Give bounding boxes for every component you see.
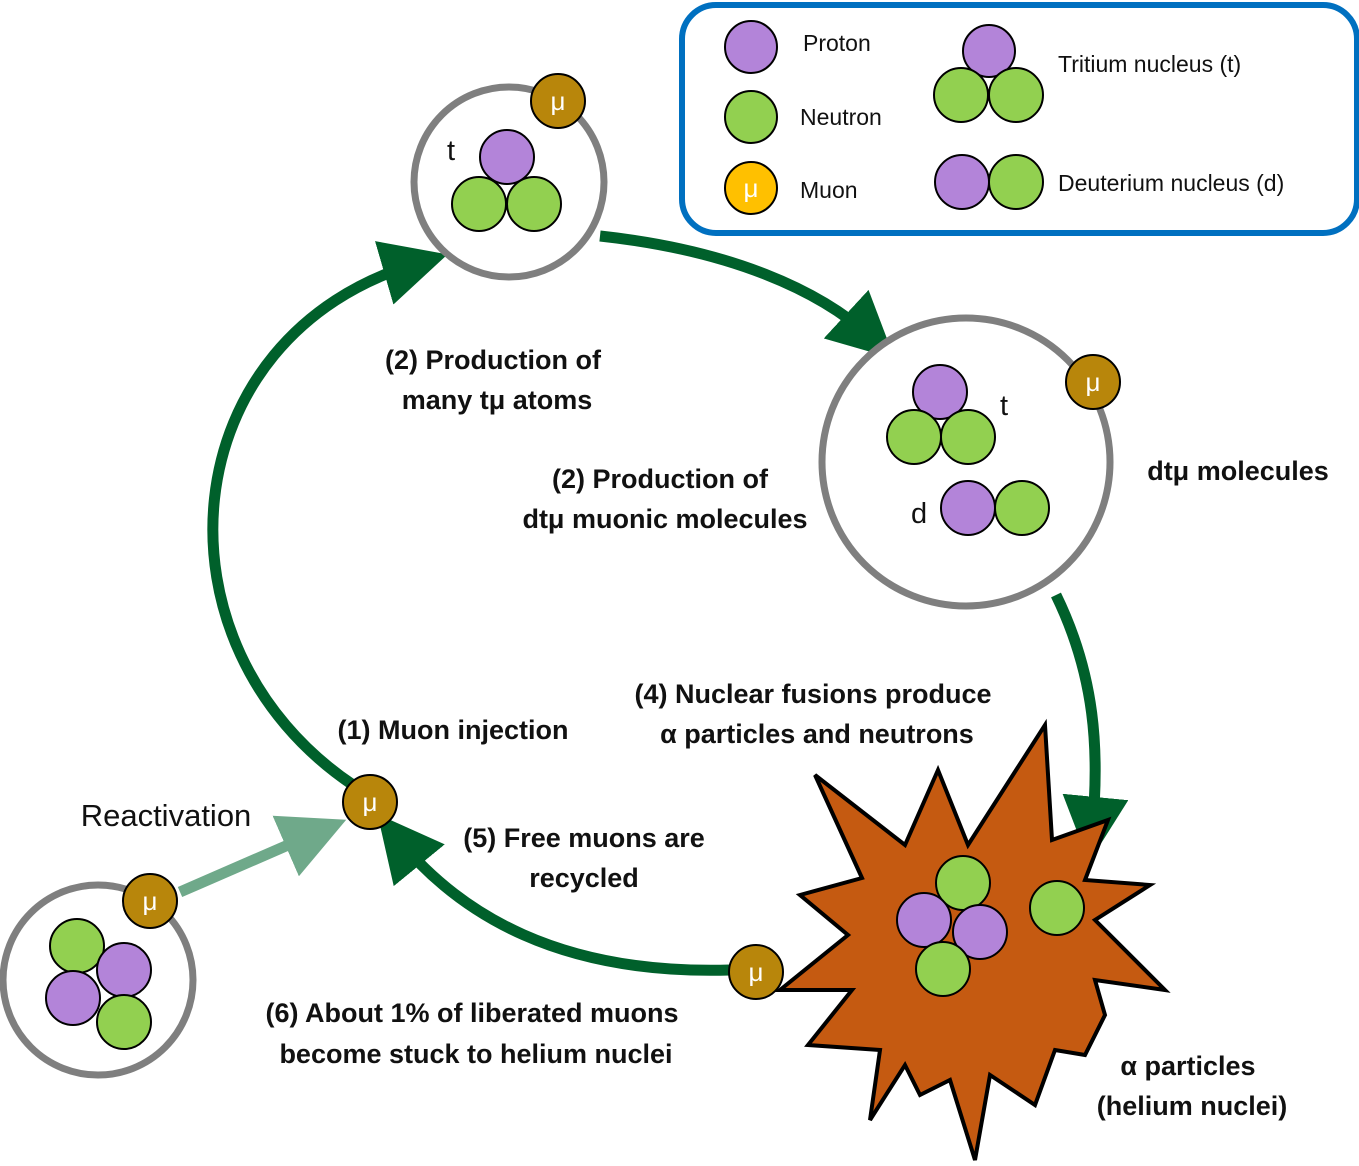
- legend-muon-symbol: μ: [744, 173, 759, 203]
- alpha-label-line2: (helium nuclei): [1097, 1091, 1288, 1121]
- legend-neutron-icon: [724, 90, 778, 144]
- tmu-t-letter: t: [447, 135, 455, 167]
- dtmu-muon-icon: [1065, 354, 1121, 410]
- dtmu-t-neutron-right: [940, 409, 996, 465]
- tmu-muon-symbol: μ: [551, 86, 566, 116]
- legend-muon-label: Muon: [800, 177, 858, 203]
- dtmu-t-neutron-left: [886, 409, 942, 465]
- step5-label-line2: recycled: [529, 863, 639, 893]
- free-muon-icon: [728, 944, 784, 1000]
- tmu-neutron-left: [451, 176, 507, 232]
- step2b-label-line2: dtμ muonic molecules: [522, 504, 807, 534]
- arrow-dtmu-to-fusion: [1051, 592, 1129, 863]
- free-muon-symbol: μ: [749, 957, 764, 987]
- legend-muon-icon: [724, 161, 778, 215]
- step2b-label-line1: (2) Production of: [552, 464, 769, 494]
- tmu-proton: [479, 129, 535, 185]
- helium-proton-right: [952, 904, 1008, 960]
- step4-label-line1: (4) Nuclear fusions produce: [634, 679, 991, 709]
- injected-muon-symbol: μ: [363, 787, 378, 817]
- arrow-injection-to-tmu: [207, 241, 448, 790]
- dtmu-molecules-label: dtμ molecules: [1147, 456, 1329, 486]
- step5-label-line1: (5) Free muons are: [463, 823, 705, 853]
- step6-label-line1: (6) About 1% of liberated muons: [265, 998, 678, 1028]
- alpha-label-line1: α particles: [1120, 1051, 1255, 1081]
- legend-deuterium-label: Deuterium nucleus (d): [1058, 170, 1284, 196]
- reactivation-label: Reactivation: [81, 798, 252, 833]
- tmu-neutron-right: [506, 176, 562, 232]
- step6-label-line2: become stuck to helium nuclei: [279, 1039, 672, 1069]
- arrow-tmu-to-dtmu: [599, 230, 895, 359]
- stuck-proton-left: [45, 970, 101, 1026]
- dtmu-molecule: t d μ: [818, 314, 1121, 610]
- stuck-muon-symbol: μ: [143, 886, 158, 916]
- step2a-label-line1: (2) Production of: [385, 345, 602, 375]
- dtmu-d-neutron: [994, 480, 1050, 536]
- fusion-explosion: [774, 718, 1171, 1161]
- legend-proton-label: Proton: [803, 30, 871, 56]
- stuck-neutron-bottom: [96, 994, 152, 1050]
- arrow-recycle: [377, 814, 731, 976]
- stuck-helium-atom: μ: [0, 873, 197, 1079]
- helium-proton-left: [896, 892, 952, 948]
- stuck-neutron-top: [49, 918, 105, 974]
- legend-tritium-icon: [933, 24, 1044, 123]
- step2a-label-line2: many tμ atoms: [402, 385, 593, 415]
- legend: Proton Neutron μ Muon Tritium nucleus (t…: [679, 2, 1359, 236]
- helium-neutron-bottom: [915, 941, 971, 997]
- dtmu-d-letter: d: [911, 498, 927, 530]
- dtmu-d-proton: [940, 480, 996, 536]
- legend-neutron-label: Neutron: [800, 104, 882, 130]
- legend-proton-icon: [724, 20, 778, 74]
- legend-deuterium-icon: [934, 154, 1044, 210]
- legend-tritium-label: Tritium nucleus (t): [1058, 51, 1241, 77]
- stuck-proton-right: [96, 942, 152, 998]
- dtmu-muon-symbol: μ: [1086, 367, 1101, 397]
- dtmu-t-letter: t: [1000, 390, 1008, 422]
- injected-muon-icon: [342, 774, 398, 830]
- stuck-muon-icon: [122, 873, 178, 929]
- step4-label-line2: α particles and neutrons: [660, 719, 974, 749]
- tmu-atom: t μ: [410, 73, 608, 281]
- arrow-reactivation: [177, 815, 347, 898]
- dtmu-t-proton: [912, 364, 968, 420]
- step1-label: (1) Muon injection: [338, 715, 569, 745]
- tmu-muon-icon: [530, 73, 586, 129]
- free-neutron: [1029, 880, 1085, 936]
